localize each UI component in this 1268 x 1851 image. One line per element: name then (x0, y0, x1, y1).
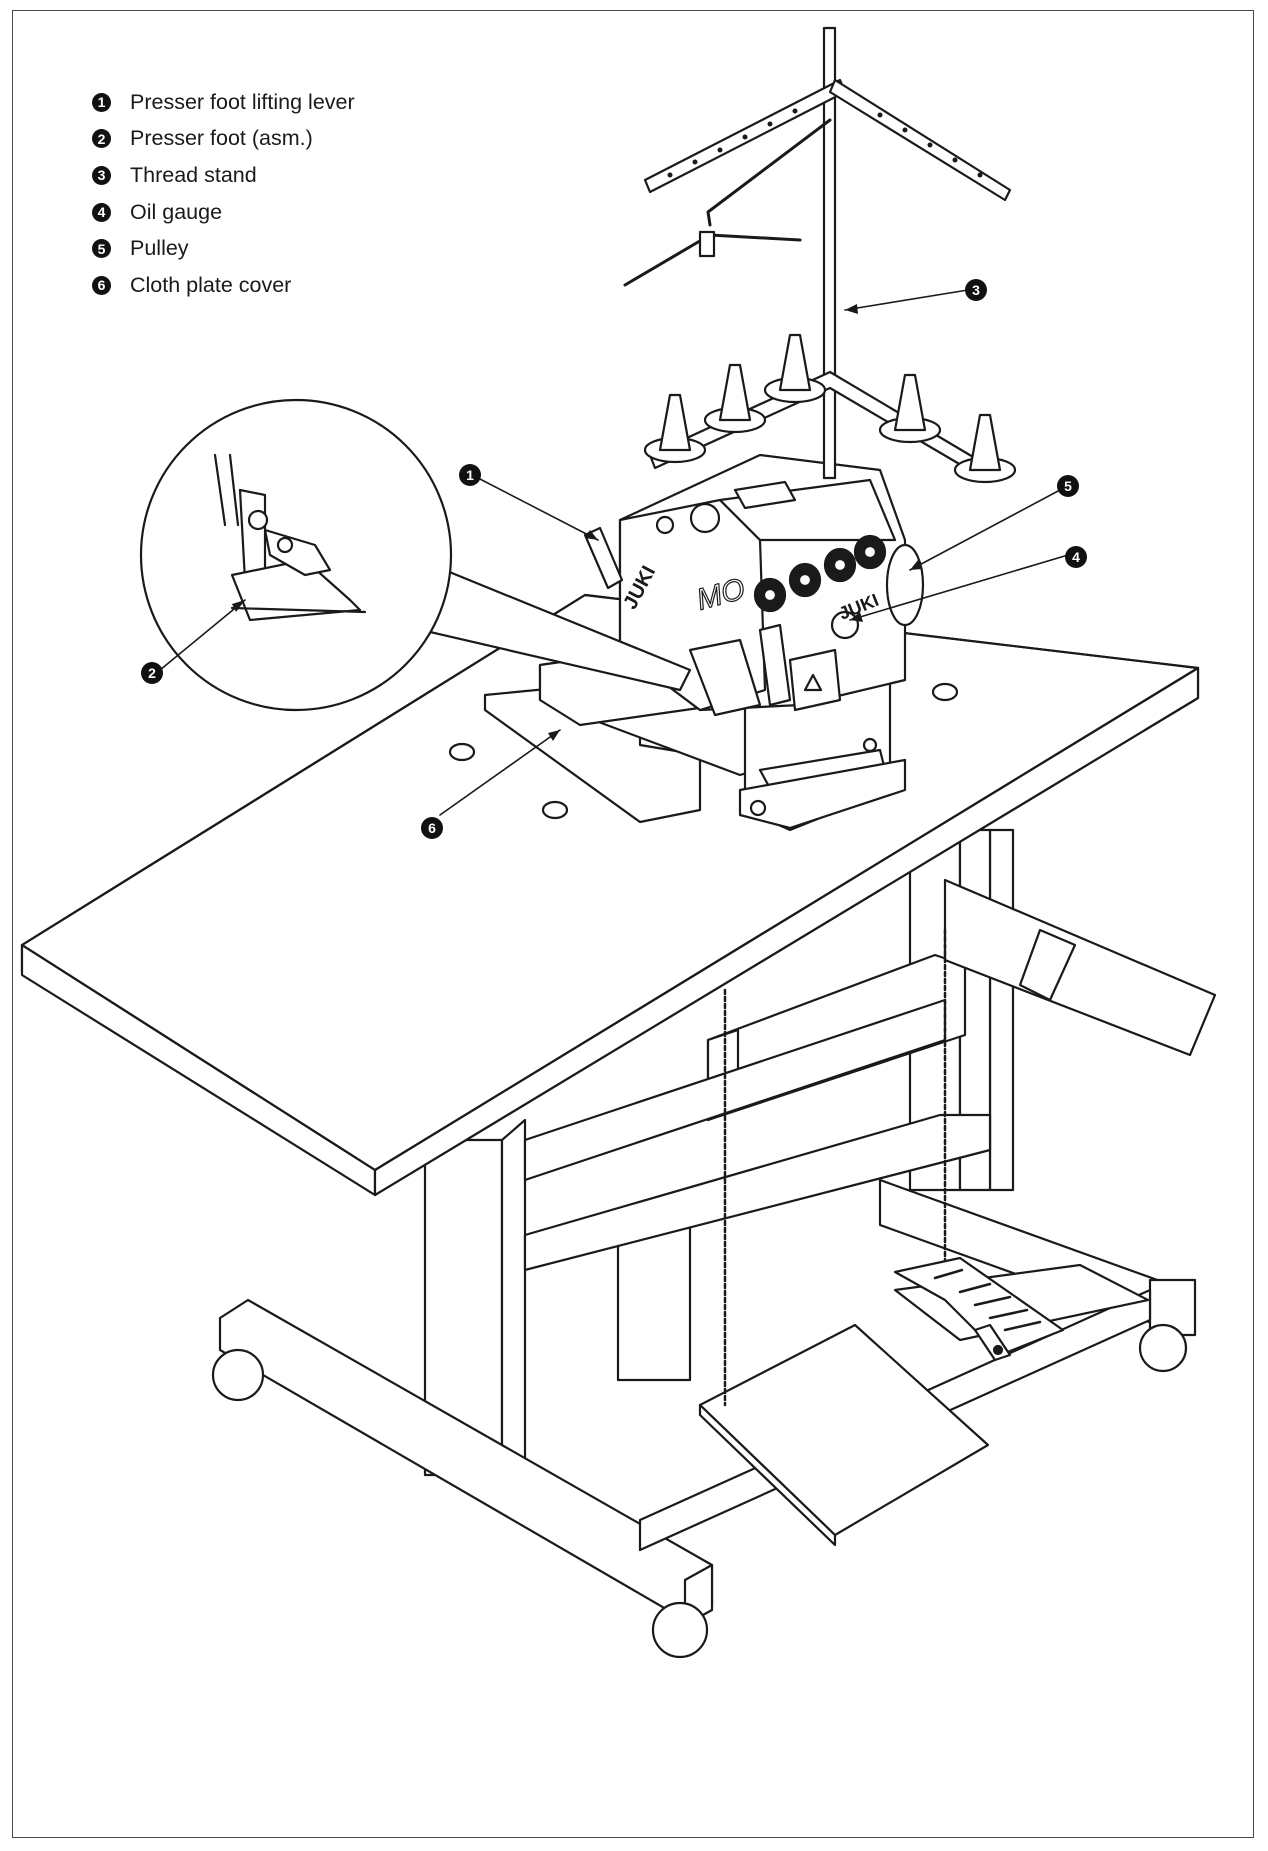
needle-area (688, 638, 762, 717)
table-top (20, 593, 1200, 1197)
svg-text:1: 1 (466, 467, 474, 483)
legend-label-1: Presser foot lifting lever (130, 89, 355, 114)
legend-number-6: 6 (92, 275, 111, 295)
treadle (893, 1256, 1150, 1362)
leader-arrowheads (232, 304, 922, 741)
legend-label-5: Pulley (130, 236, 189, 261)
legend-number-5: 5 (92, 239, 111, 259)
legend-item-5: 5 Pulley (92, 230, 355, 267)
callout-5: 5 (1057, 475, 1079, 497)
oil-gauge (830, 610, 860, 640)
treadle-chains (723, 928, 947, 1407)
leader-lines (159, 289, 1069, 816)
legend-number-3: 3 (92, 165, 111, 185)
thread-guide-arm (706, 118, 832, 227)
svg-text:3: 3 (972, 282, 980, 298)
pulley (885, 543, 925, 627)
callout-2: 2 (141, 662, 163, 684)
legend-label-4: Oil gauge (130, 199, 223, 224)
parts-legend: 1 Presser foot lifting lever 2 Presser f… (92, 84, 355, 304)
thread-stand-pole (822, 26, 837, 480)
left-caster-front (651, 1601, 709, 1659)
callout-6: 6 (421, 817, 443, 839)
svg-text:5: 5 (1064, 478, 1072, 494)
legend-item-2: 2 Presser foot (asm.) (92, 121, 355, 158)
callout-1: 1 (459, 464, 481, 486)
overlock-machine: JUKI JUKI MO (538, 453, 925, 832)
svg-text:2: 2 (148, 665, 156, 681)
table-hole (541, 800, 569, 820)
left-caster-rear (211, 1348, 265, 1402)
legend-item-3: 3 Thread stand (92, 157, 355, 194)
rear-caster (1138, 1323, 1188, 1373)
legend-label-3: Thread stand (130, 162, 257, 187)
callout-4: 4 (1065, 546, 1087, 568)
legend-number-2: 2 (92, 129, 111, 149)
treadle-pedal (893, 1256, 1065, 1357)
rear-right-leg (988, 828, 1015, 1192)
thread-stand (623, 26, 1017, 484)
legend-item-4: 4 Oil gauge (92, 194, 355, 231)
legend-item-6: 6 Cloth plate cover (92, 267, 355, 304)
lower-cross-rail (523, 1113, 992, 1272)
legend-item-1: 1 Presser foot lifting lever (92, 84, 355, 121)
presser-foot-detail-drawing (213, 453, 367, 622)
callout-3: 3 (965, 279, 987, 301)
table-stand (211, 828, 1217, 1659)
table-hole (931, 682, 959, 702)
legend-label-2: Presser foot (asm.) (130, 126, 313, 151)
legend-number-1: 1 (92, 92, 111, 112)
table-hole (448, 742, 476, 762)
callout-badges: 1 2 3 4 5 6 (141, 279, 1087, 839)
thread-spools (643, 333, 1017, 484)
legend-label-6: Cloth plate cover (130, 272, 292, 297)
presser-foot-lifting-lever (583, 526, 624, 590)
svg-text:6: 6 (428, 820, 436, 836)
legend-number-4: 4 (92, 202, 111, 222)
svg-text:4: 4 (1072, 549, 1080, 565)
presser-foot-detail-callout (139, 398, 692, 712)
